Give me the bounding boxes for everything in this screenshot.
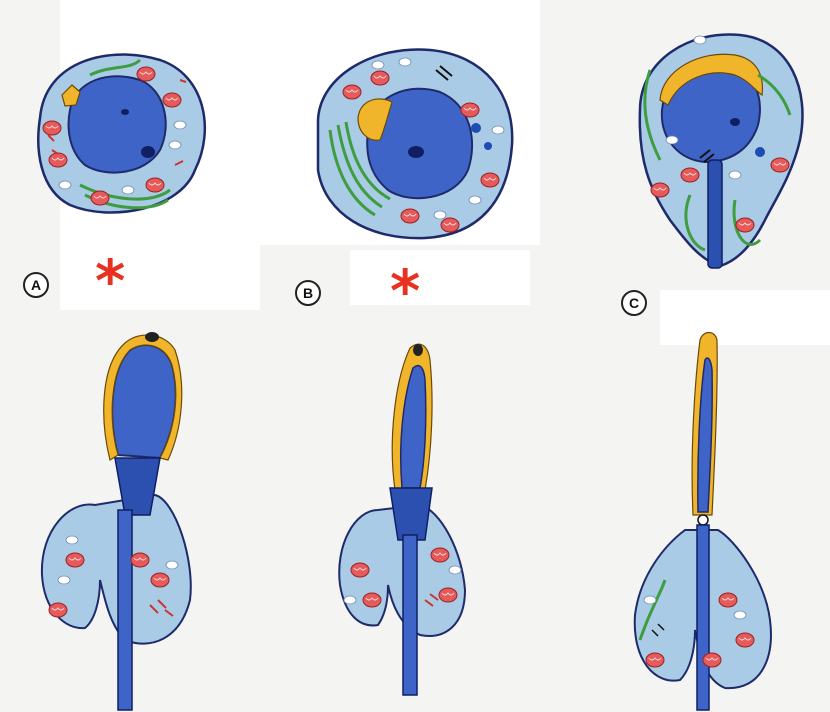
- flagellum-left: [117, 509, 133, 711]
- nucleolus-b: [408, 146, 424, 158]
- label-b: B: [295, 280, 321, 306]
- cell-a-round-spermatid: [37, 53, 207, 214]
- spermatid-right-late-stage: [633, 331, 772, 711]
- cell-b-golgi-phase: [316, 48, 514, 240]
- golgi-b: [328, 121, 391, 217]
- white-patch-b: [350, 250, 530, 305]
- label-a: A: [23, 272, 49, 298]
- cell-c-cap-phase: [638, 33, 804, 269]
- acrosome-left: [103, 334, 183, 461]
- nucleus-b: [366, 87, 474, 200]
- nucleus-right: [697, 357, 713, 513]
- label-c: C: [621, 290, 647, 316]
- flagellum-right: [696, 524, 710, 711]
- acrosome-vesicle-a: [61, 84, 81, 107]
- white-patch-c: [660, 290, 830, 345]
- white-patch-a: [60, 245, 260, 310]
- asterisk-b: *: [390, 257, 421, 325]
- spermatid-left-acrosome-phase: [40, 332, 192, 711]
- spermatid-middle-maturation-phase: [338, 343, 467, 696]
- nucleus-a: [67, 75, 167, 174]
- acrosome-b: [357, 98, 393, 141]
- acrosome-c: [659, 53, 763, 106]
- nucleus-middle: [400, 364, 427, 489]
- nucleolus-a: [141, 146, 155, 158]
- golgi-c: [643, 69, 792, 161]
- asterisk-a: *: [95, 247, 126, 315]
- flagellum-base-c: [707, 159, 723, 269]
- flagellum-middle: [402, 534, 418, 696]
